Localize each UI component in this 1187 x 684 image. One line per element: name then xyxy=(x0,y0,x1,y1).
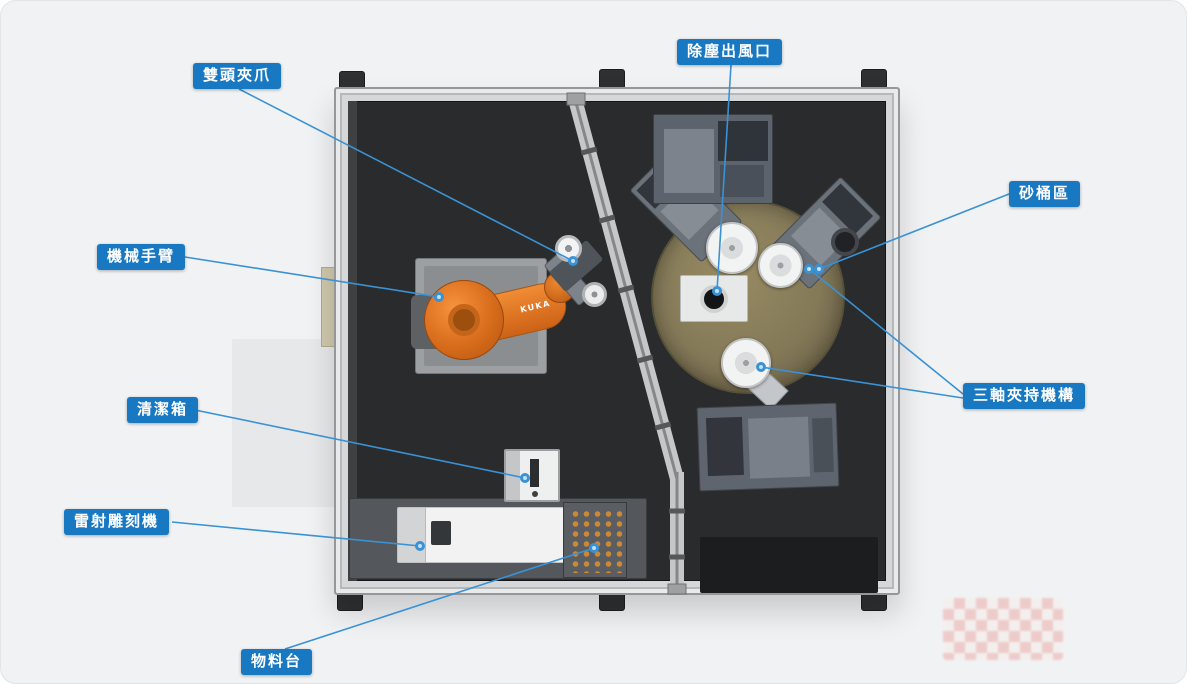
label-dust-outlet: 除塵出風口 xyxy=(677,39,783,65)
laser-engraver-unit xyxy=(397,507,569,563)
machine-dark-block xyxy=(705,416,744,477)
label-laser-engraver: 雷射雕刻機 xyxy=(64,509,170,535)
machine-side-block xyxy=(812,417,834,473)
material-tray-dots xyxy=(568,507,622,573)
dust-outlet-hole xyxy=(700,285,728,313)
side-panel xyxy=(232,339,336,507)
gripper-head-a xyxy=(555,235,582,262)
cleaning-box-panel xyxy=(506,451,520,500)
machine-mid-block xyxy=(720,165,764,197)
label-material-table: 物料台 xyxy=(241,649,313,675)
mounting-tab xyxy=(599,69,625,89)
cleaning-box-slot xyxy=(530,459,539,487)
gripper-head-b xyxy=(582,282,607,307)
clamp-station xyxy=(758,243,803,288)
label-cleaning-box: 清潔箱 xyxy=(127,397,199,423)
laser-engraver-cap xyxy=(398,508,426,562)
robot-shoulder-hub xyxy=(448,304,480,336)
laser-head xyxy=(431,521,451,545)
sand-bucket xyxy=(831,228,859,256)
material-tray xyxy=(563,502,627,578)
top-right-machine xyxy=(653,114,773,204)
left-inner-wall xyxy=(348,101,357,581)
machine-panel xyxy=(664,129,714,193)
bottom-shelf xyxy=(700,537,878,593)
cleaning-box-dot xyxy=(532,491,538,497)
label-sand-bucket-area: 砂桶區 xyxy=(1009,181,1081,207)
label-three-axis-clamp: 三軸夾持機構 xyxy=(963,383,1086,409)
bottom-right-machine xyxy=(696,402,840,492)
label-robot-arm: 機械手臂 xyxy=(97,244,186,270)
mounting-tab xyxy=(861,69,887,89)
machine-dark-block xyxy=(718,121,768,161)
label-dual-head-gripper: 雙頭夾爪 xyxy=(193,63,282,89)
robot-brand-text: KUKA xyxy=(519,298,552,315)
watermark-blur xyxy=(943,598,1063,660)
clamp-station xyxy=(721,338,771,388)
cleaning-box-unit xyxy=(504,449,560,502)
clamp-station xyxy=(706,222,758,274)
machine-panel xyxy=(747,416,811,479)
